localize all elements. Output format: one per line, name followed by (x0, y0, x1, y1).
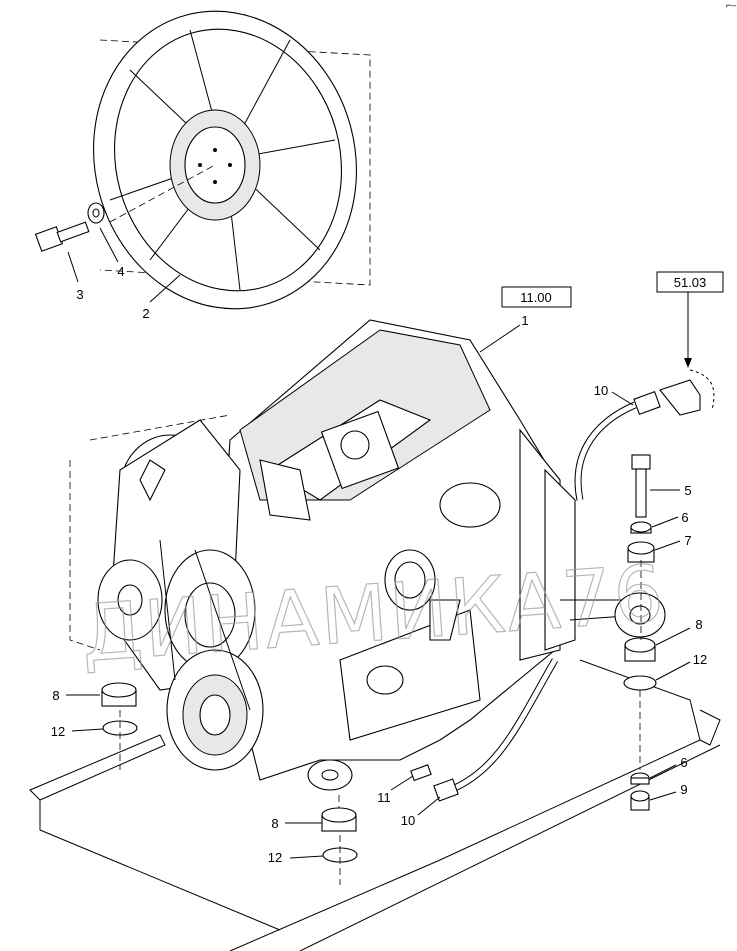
callout-3: 3 (76, 287, 83, 302)
mount-rubber-front (321, 807, 357, 832)
callout-8-front: 8 (271, 816, 278, 831)
fan-bolt (34, 221, 90, 252)
callout-10-lower: 10 (401, 813, 415, 828)
callout-12-left: 12 (51, 724, 65, 739)
chassis-frame (29, 659, 721, 951)
corner-mark: ⌐– (726, 0, 736, 10)
callout-12-right: 12 (693, 652, 707, 667)
mount-nut (630, 790, 650, 811)
callout-8-left: 8 (52, 688, 59, 703)
leader-lines (66, 227, 692, 859)
fan-washer (87, 202, 105, 224)
engine-outline-dashed (69, 460, 101, 651)
reference-box-51-03[interactable]: 51.03 (656, 271, 724, 293)
mount-washer-upper (630, 521, 652, 534)
callout-9: 9 (680, 782, 687, 797)
svg-text:51.03: 51.03 (674, 275, 707, 290)
callout-7: 7 (684, 533, 691, 548)
engine-assembly (97, 319, 666, 791)
shim-right (623, 675, 657, 691)
callout-4: 4 (117, 264, 124, 279)
callout-12-front: 12 (268, 850, 282, 865)
mount-washer-lower (630, 772, 650, 785)
fan-axis (109, 164, 216, 223)
callout-6-lower: 6 (680, 755, 687, 770)
callout-11: 11 (377, 790, 391, 805)
hose-upper-fitting (633, 379, 701, 416)
cooling-fan (93, 10, 357, 310)
mount-bolt (631, 454, 651, 518)
mount-rubber-left (101, 682, 137, 707)
reference-box-11-00[interactable]: 11.00 (501, 286, 572, 308)
callout-8-right: 8 (695, 617, 702, 632)
callout-5: 5 (684, 483, 691, 498)
mount-rubber-right (624, 637, 656, 662)
callout-2: 2 (142, 306, 149, 321)
callout-1: 1 (521, 313, 528, 328)
callout-10-upper: 10 (594, 383, 608, 398)
callout-6-upper: 6 (681, 510, 688, 525)
svg-text:11.00: 11.00 (520, 290, 552, 305)
